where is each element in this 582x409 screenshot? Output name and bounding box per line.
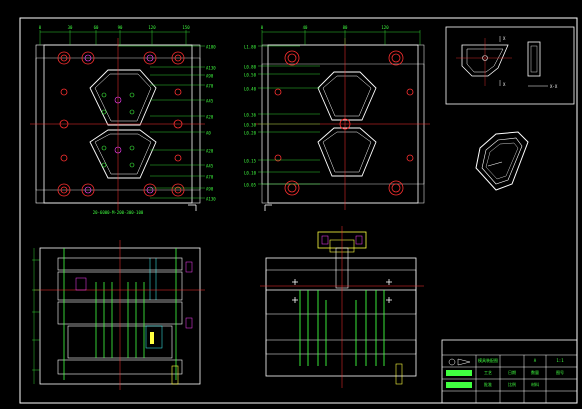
tl-top-dim: 90 [118,25,123,30]
tl-dim-label: A45 [206,99,214,104]
tr-top-dim: 80 [343,25,348,30]
title-block-cell: 数量 [531,369,539,375]
title-block-cell: 工艺 [484,370,492,375]
tl-dim-label: A0 [206,131,211,136]
bottom-right-section [260,226,424,388]
tl-dim-label: A70 [206,175,214,180]
tl-top-dim: 60 [94,25,99,30]
title-block-cell: 比例 [508,381,516,387]
tr-top-dim: 120 [381,25,389,30]
tl-dim-label: A180 [206,45,216,50]
tl-dim-label: A20 [206,149,214,154]
tl-top-dim: 0 [39,25,42,30]
bottom-left-section [32,240,205,390]
tl-dim-label: A130 [206,66,216,71]
isometric-part [475,131,529,191]
tl-dim-label: A130 [206,197,216,202]
tr-dim-label: L1.80 [244,45,257,50]
title-block-cell: 材料 [531,381,539,387]
title-block-cell: 日期 [508,369,516,375]
title-block-cell: 批准 [484,381,492,387]
tl-dim-label: A90 [206,74,214,79]
tl-dim-label: A90 [206,187,214,192]
top-right-view [255,30,430,211]
part-section-mark-top: X [503,36,506,41]
title-block-cell: 模具装配图 [478,357,498,363]
tr-dim-label: L0.80 [244,65,257,70]
tl-top-dim: 150 [182,25,190,30]
tr-dim-label: L0.50 [244,73,257,78]
tl-bottom-note: 20-6000-M-200-300-100 [93,210,144,215]
tl-top-dim: 30 [68,25,73,30]
title-block-cell: A [534,358,537,363]
part-view [445,26,575,105]
tl-dim-label: A70 [206,84,214,89]
tr-dim-label: L0.05 [244,183,257,188]
title-block-cell: 设计 [454,369,462,375]
title-block-cell: 审核 [454,381,462,387]
drawing-frame [19,17,578,404]
tr-dim-label: L0.30 [244,123,257,128]
top-left-view [30,30,205,211]
tr-dim-label: L0.36 [244,113,257,118]
tl-dim-label: A20 [206,115,214,120]
tr-dim-label: L0.15 [244,159,257,164]
tl-dim-label: A45 [206,164,214,169]
tr-top-dim: 40 [303,25,308,30]
tr-dim-label: L0.10 [244,171,257,176]
tr-top-dim: 0 [261,25,264,30]
part-section-mark-bottom: X [503,82,506,87]
tl-top-dim: 120 [148,25,156,30]
title-block-cell: 1:1 [556,358,564,363]
tr-dim-label: L0.20 [244,131,257,136]
title-block [441,339,578,404]
tr-dim-label: L0.40 [244,87,257,92]
part-section-label: X-X [550,84,558,89]
title-block-cell: 图号 [556,369,564,375]
